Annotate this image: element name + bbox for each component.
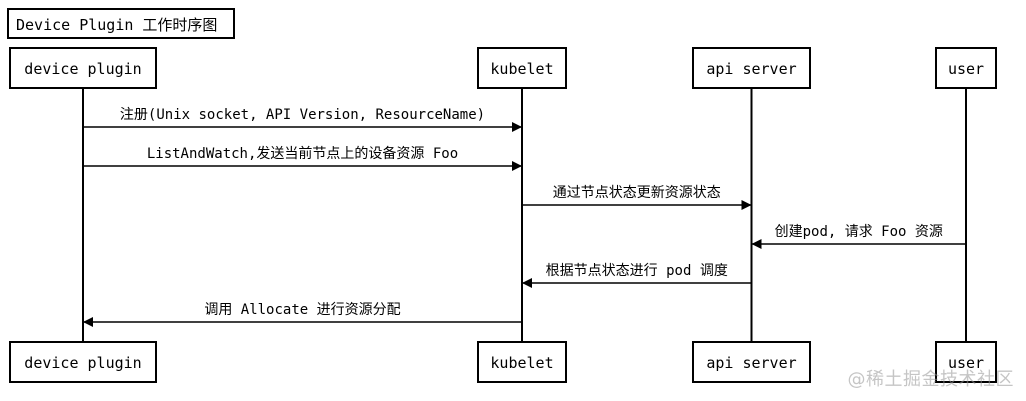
watermark-logo: @稀土掘金技术社区 [847,369,1014,390]
message-3: 通过节点状态更新资源状态 [522,185,752,210]
message-2: ListAndWatch,发送当前节点上的设备资源 Foo [83,145,522,171]
participant-label: device plugin [24,354,141,372]
participant-kb-bottom: kubelet [477,341,567,383]
participant-dp-bottom: device plugin [9,341,157,383]
participant-label: user [948,354,984,372]
participant-user-top: user [935,47,997,89]
participant-label: user [948,60,984,78]
participant-label: kubelet [490,354,553,372]
participant-api-top: api server [692,47,811,89]
diagram-title: Device Plugin 工作时序图 [7,8,235,39]
message-label: 创建pod, 请求 Foo 资源 [775,224,943,240]
message-6: 调用 Allocate 进行资源分配 [83,302,522,327]
message-1: 注册(Unix socket, API Version, ResourceNam… [83,107,522,132]
participant-user-bottom: user [935,341,997,383]
message-label: 通过节点状态更新资源状态 [553,185,721,201]
participant-dp-top: device plugin [9,47,157,89]
message-label: 注册(Unix socket, API Version, ResourceNam… [120,107,485,123]
participant-label: api server [706,60,796,78]
message-label: ListAndWatch,发送当前节点上的设备资源 Foo [147,145,458,162]
participant-api-bottom: api server [692,341,811,383]
participant-label: kubelet [490,60,553,78]
participant-kb-top: kubelet [477,47,567,89]
message-5: 根据节点状态进行 pod 调度 [522,263,752,288]
svg-text:Device Plugin 工作时序图: Device Plugin 工作时序图 [16,16,217,34]
message-4: 创建pod, 请求 Foo 资源 [751,224,966,249]
message-label: 根据节点状态进行 pod 调度 [546,263,728,279]
participant-label: device plugin [24,60,141,78]
participant-label: api server [706,354,796,372]
message-label: 调用 Allocate 进行资源分配 [204,302,400,318]
